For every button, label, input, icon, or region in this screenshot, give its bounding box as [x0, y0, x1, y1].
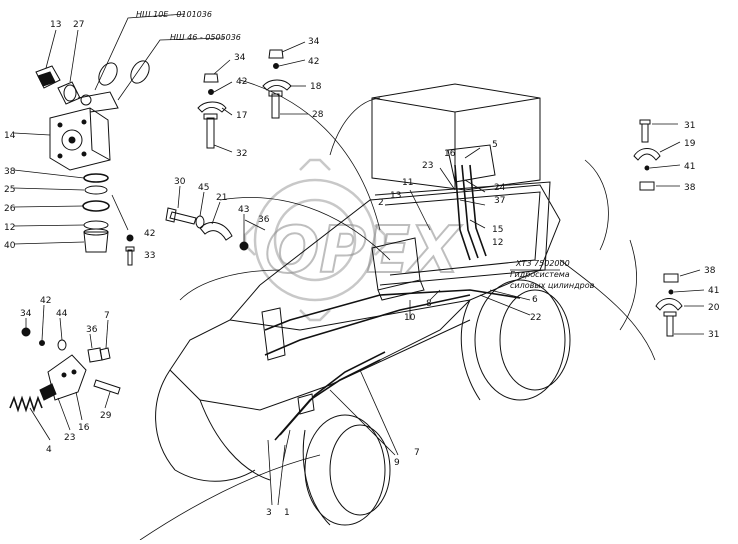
label-15: 15 — [492, 225, 503, 235]
label-8: 8 — [426, 299, 432, 309]
label-18: 18 — [310, 82, 322, 92]
label-7: 7 — [414, 448, 420, 458]
label-45: 45 — [198, 183, 209, 193]
bracket-set-d — [9, 304, 121, 441]
spec-notes: НШ 10Е - 0101036 НШ 46 - 0505036 ХТЗ 750… — [136, 10, 595, 290]
label-42: 42 — [236, 77, 247, 87]
label-23: 23 — [422, 161, 433, 171]
label-31: 31 — [684, 121, 695, 131]
clamp-set-a — [197, 59, 233, 153]
label-10: 10 — [404, 313, 416, 323]
label-41: 41 — [708, 286, 719, 296]
label-38: 38 — [4, 167, 16, 177]
label-1: 1 — [284, 508, 290, 518]
label-36: 36 — [258, 215, 270, 225]
label-37: 37 — [494, 196, 505, 206]
label-22: 22 — [530, 313, 541, 323]
label-31: 31 — [708, 330, 719, 340]
label-36: 36 — [86, 325, 98, 335]
label-44: 44 — [56, 309, 68, 319]
hydraulic-lines — [244, 144, 560, 506]
label-29: 29 — [100, 411, 112, 421]
hydro-subtitle: силовых цилиндров — [510, 281, 595, 290]
label-2: 2 — [378, 198, 384, 208]
label-38: 38 — [684, 183, 696, 193]
label-42: 42 — [144, 229, 155, 239]
label-6: 6 — [532, 295, 538, 305]
label-23: 23 — [64, 433, 75, 443]
label-13: 13 — [50, 20, 61, 30]
label-25: 25 — [4, 185, 15, 195]
label-40: 40 — [4, 241, 16, 251]
label-34: 34 — [20, 309, 32, 319]
tractor-outline — [139, 79, 656, 541]
pump-spec-b: НШ 46 - 0505036 — [170, 33, 241, 42]
watermark-text: OPEX — [265, 214, 462, 288]
label-34: 34 — [234, 53, 246, 63]
label-32: 32 — [236, 149, 247, 159]
label-41: 41 — [684, 162, 695, 172]
label-13: 13 — [390, 191, 401, 201]
label-12: 12 — [4, 223, 15, 233]
label-21: 21 — [216, 193, 227, 203]
label-12: 12 — [492, 238, 503, 248]
label-27: 27 — [73, 20, 84, 30]
label-3: 3 — [266, 508, 272, 518]
label-16: 16 — [78, 423, 90, 433]
label-28: 28 — [312, 110, 324, 120]
label-30: 30 — [174, 177, 186, 187]
label-14: 14 — [4, 131, 16, 141]
label-7: 7 — [104, 311, 110, 321]
label-42: 42 — [308, 57, 319, 67]
label-19: 19 — [684, 139, 696, 149]
label-34: 34 — [308, 37, 320, 47]
hydro-code: ХТЗ 7502000 — [515, 259, 570, 268]
label-11: 11 — [402, 178, 413, 188]
label-43: 43 — [238, 205, 249, 215]
label-26: 26 — [4, 204, 16, 214]
label-38: 38 — [704, 266, 716, 276]
pump-assembly — [13, 13, 226, 266]
bolt-set-c — [165, 185, 249, 251]
label-42: 42 — [40, 296, 51, 306]
label-24: 24 — [494, 183, 506, 193]
clamp-set-e — [633, 119, 681, 191]
label-20: 20 — [708, 303, 720, 313]
label-33: 33 — [144, 251, 155, 261]
label-5: 5 — [492, 140, 498, 150]
label-16: 16 — [444, 149, 456, 159]
label-4: 4 — [46, 445, 52, 455]
watermark-logo: OPEX — [243, 158, 463, 322]
part-number-labels: 13 27 14 38 25 26 12 40 42 33 34 42 17 3… — [4, 20, 720, 518]
label-17: 17 — [236, 111, 247, 121]
label-9: 9 — [394, 458, 400, 468]
clamp-set-f — [655, 269, 705, 337]
clamp-set-b — [262, 41, 308, 119]
hydro-title: Гидросистема — [510, 270, 570, 279]
pump-spec-a: НШ 10Е - 0101036 — [136, 10, 212, 19]
